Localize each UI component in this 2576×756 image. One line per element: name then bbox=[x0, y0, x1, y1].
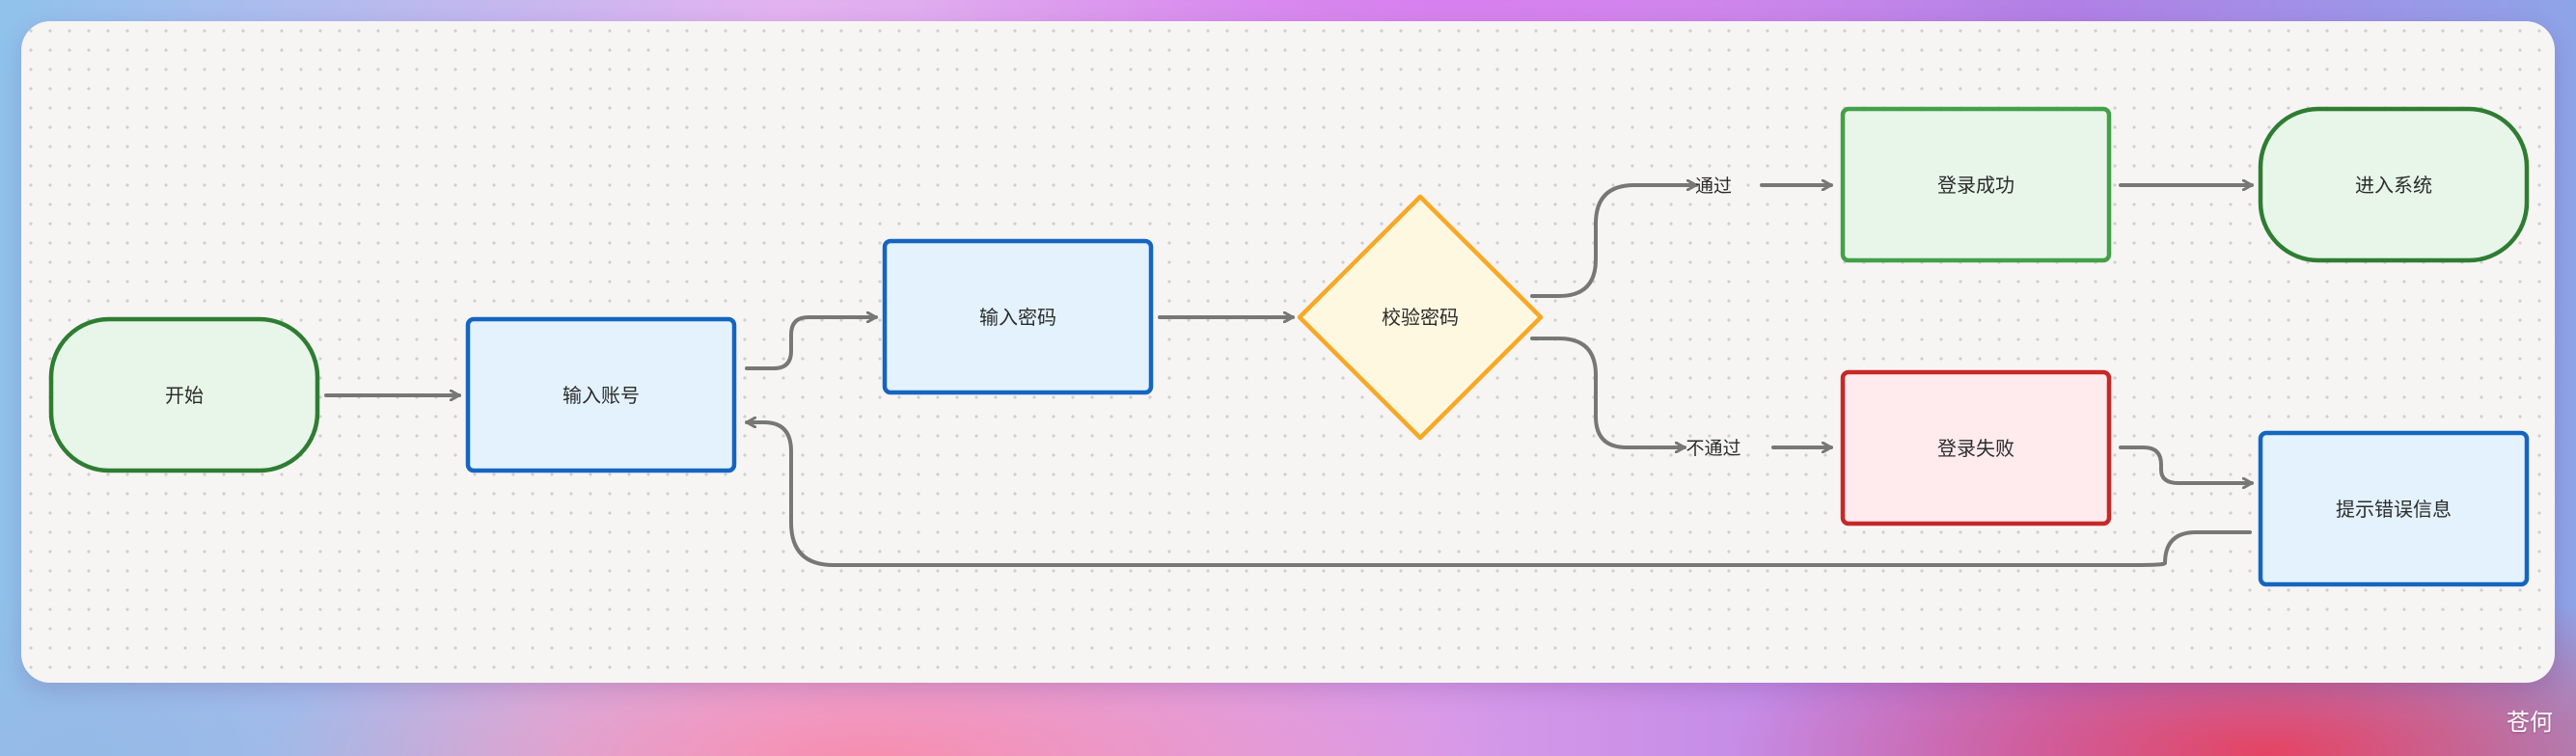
node-login-success-label: 登录成功 bbox=[1937, 174, 2014, 197]
edges bbox=[324, 185, 2254, 567]
node-login-failed: 登录失败 bbox=[1840, 369, 2112, 526]
node-input-account-label: 输入账号 bbox=[562, 384, 640, 407]
edge-failed-to-error bbox=[2119, 446, 2254, 483]
edge-error-to-account bbox=[745, 422, 2252, 567]
edge-label-fail: 不通过 bbox=[1685, 438, 1740, 459]
diagram-canvas: 通过 不通过 开始 输入账号 输入密码 校验密码 登录成功 进入系统 bbox=[21, 21, 2555, 683]
flowchart: 通过 不通过 开始 输入账号 输入密码 校验密码 登录成功 进入系统 bbox=[48, 106, 2530, 587]
node-login-failed-label: 登录失败 bbox=[1937, 437, 2014, 460]
node-start: 开始 bbox=[48, 316, 320, 473]
node-verify-password-label: 校验密码 bbox=[1382, 306, 1459, 329]
node-enter-system-label: 进入系统 bbox=[2355, 174, 2432, 197]
node-input-account: 输入账号 bbox=[465, 316, 737, 473]
edge-verify-pass bbox=[1530, 185, 1698, 298]
edge-label-pass: 通过 bbox=[1695, 176, 1732, 197]
watermark: 苍何 bbox=[2507, 709, 2553, 736]
node-input-password-label: 输入密码 bbox=[979, 306, 1056, 329]
node-verify-password: 校验密码 bbox=[1297, 194, 1544, 441]
node-error-message: 提示错误信息 bbox=[2258, 430, 2530, 587]
node-login-success: 登录成功 bbox=[1840, 106, 2112, 263]
node-error-message-label: 提示错误信息 bbox=[2336, 498, 2452, 521]
edge-verify-fail bbox=[1530, 337, 1686, 447]
node-input-password: 输入密码 bbox=[882, 238, 1154, 395]
node-start-label: 开始 bbox=[165, 384, 204, 407]
node-enter-system: 进入系统 bbox=[2258, 106, 2530, 263]
edge-account-to-password bbox=[745, 317, 878, 370]
